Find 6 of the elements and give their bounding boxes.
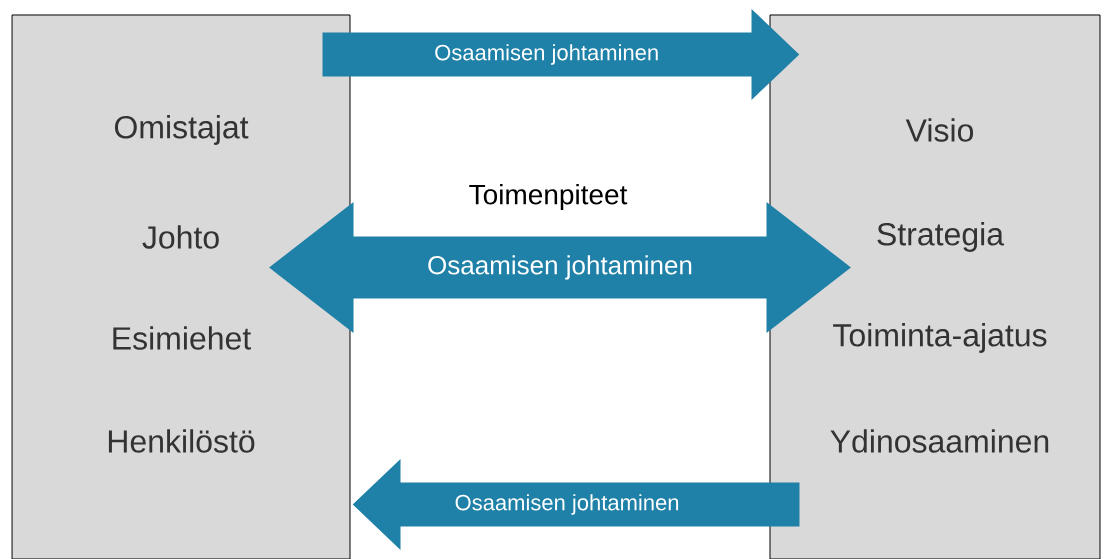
text-label: Toimenpiteet [469,183,628,211]
arrow-label: Osaamisen johtaminen [453,493,681,516]
arrow-label: Osaamisen johtaminen [426,254,694,281]
side-panel: Visio Strategia Toiminta-ajatus Ydinosaaminen [769,14,1101,559]
arrow-label: Osaamisen johtaminen [433,43,661,66]
side-panel: Omistajat Johto Esimiehet Henkilöstö [11,14,351,559]
